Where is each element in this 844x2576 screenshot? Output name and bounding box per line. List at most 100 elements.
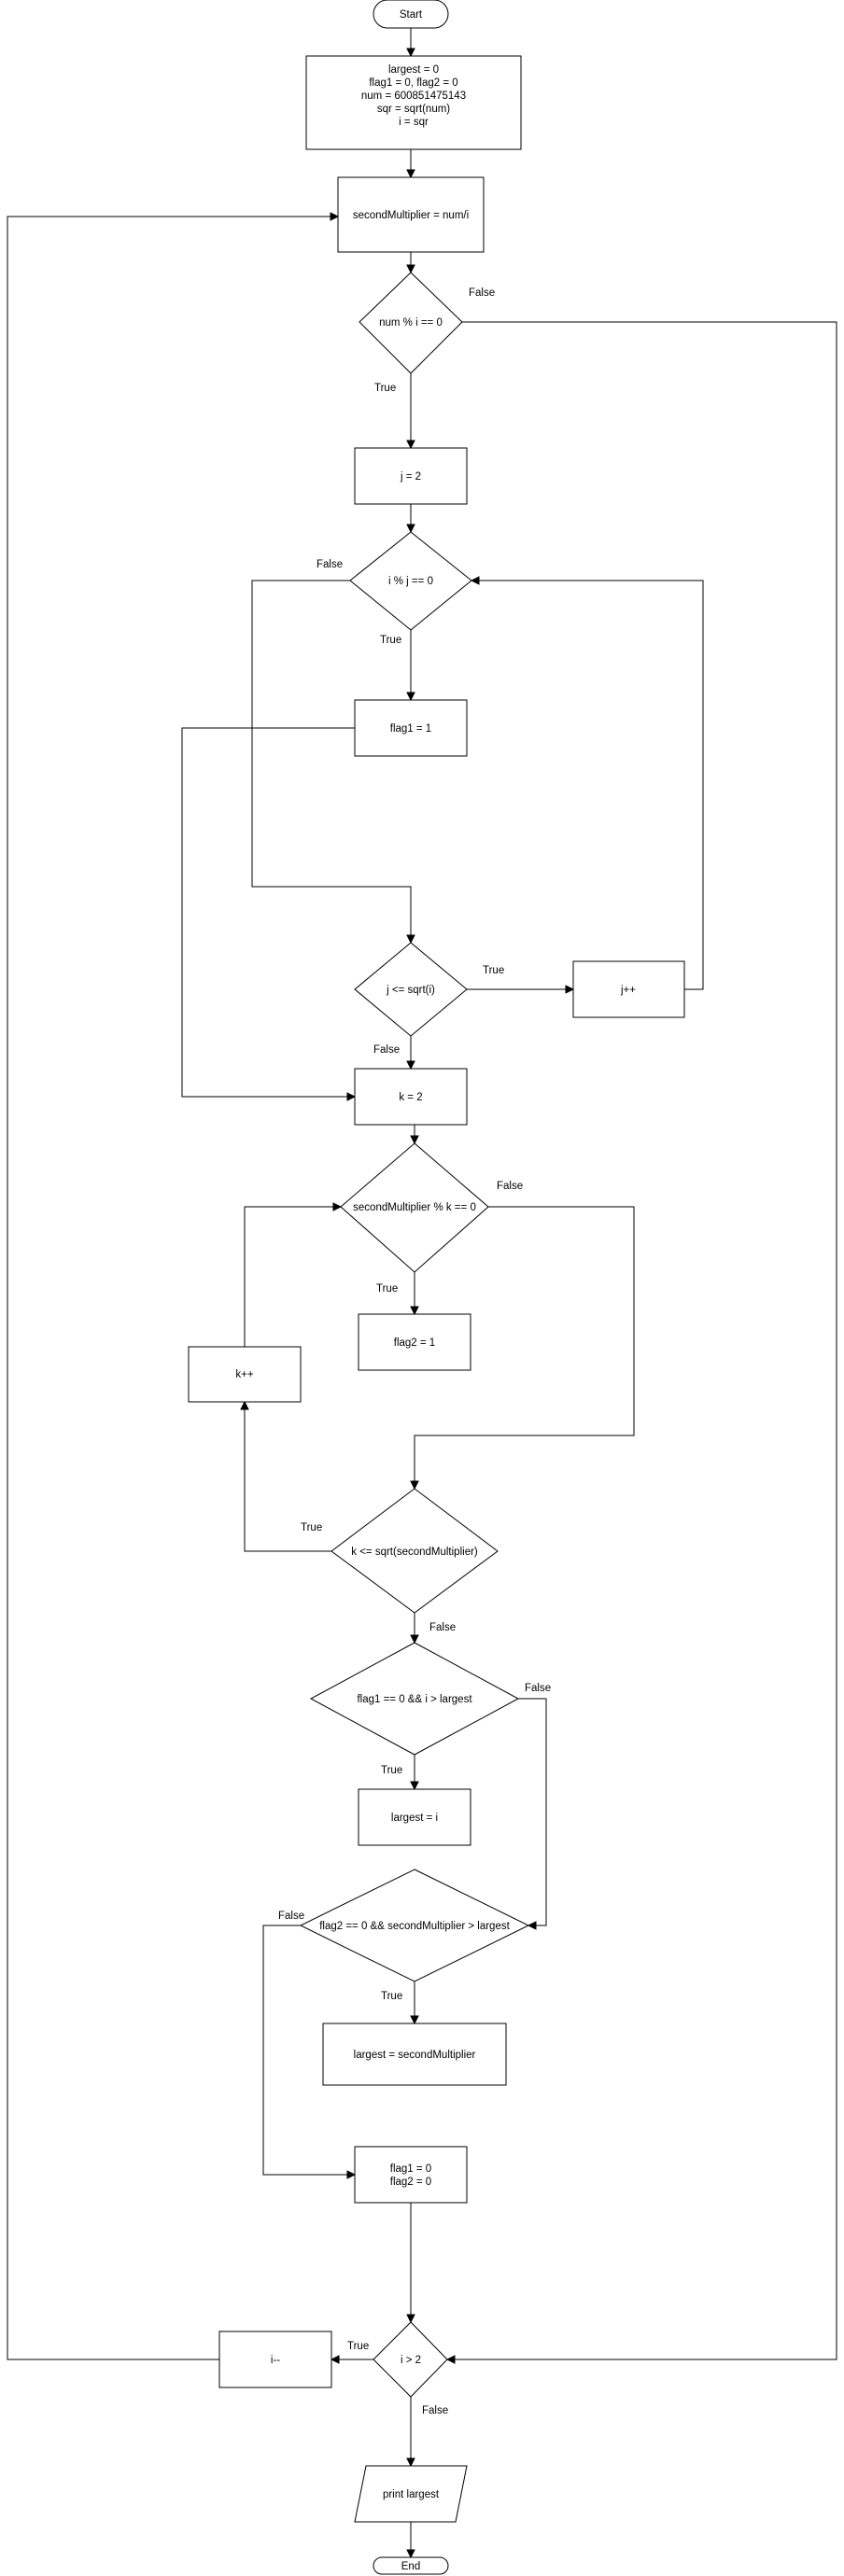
- edge-flag1chk-false: [518, 1698, 547, 1926]
- num-mod-i-diamond: [359, 272, 463, 374]
- edge-arrow: [406, 264, 415, 274]
- edge-label-nummodi-false: False: [469, 287, 495, 299]
- end-terminator: [373, 2556, 449, 2575]
- init-node: largest = 0 flag1 = 0, flag2 = 0 num = 6…: [305, 55, 522, 150]
- edge-arrow: [406, 1060, 415, 1071]
- reset-flags-line: flag1 = 0: [390, 2163, 431, 2175]
- num-mod-i-label: num % i == 0: [379, 317, 443, 329]
- edge-label-kle-false: False: [429, 1622, 456, 1633]
- k-init-box: [354, 1068, 468, 1126]
- edge-arrow: [410, 2015, 419, 2025]
- i-dec-node: i--: [218, 2331, 332, 2388]
- edge-label-smmodk-true: True: [376, 1283, 398, 1295]
- end-label: End: [401, 2561, 420, 2572]
- k-inc-label: k++: [235, 1369, 253, 1380]
- edge-arrow: [240, 1400, 249, 1410]
- k-le-sqrt-label: k <= sqrt(secondMultiplier): [351, 1547, 478, 1558]
- edge-arrow: [470, 576, 480, 585]
- k-init-label: k = 2: [399, 1092, 422, 1103]
- j-inc-box: [572, 960, 685, 1018]
- i-dec-label: i--: [271, 2355, 280, 2366]
- i-mod-j-diamond: [349, 531, 472, 631]
- flag1-set-box: [354, 699, 468, 757]
- flag2-check-decision: flag2 == 0 && secondMultiplier > largest: [299, 1869, 530, 1982]
- second-multiplier-node: secondMultiplier = num/i: [337, 176, 485, 253]
- reset-flags-box: [354, 2146, 468, 2204]
- j-inc-node: j++: [572, 960, 685, 1018]
- largest-i-node: largest = i: [358, 1788, 471, 1846]
- flag1-set-label: flag1 = 1: [390, 723, 431, 735]
- edge-kinc-smmodk: [244, 1206, 333, 1347]
- edge-label-flag2chk-false: False: [278, 1911, 304, 1922]
- largest-sm-label: largest = secondMultiplier: [354, 2050, 476, 2061]
- flag2-set-label: flag2 = 1: [394, 1337, 435, 1349]
- edge-arrow: [406, 934, 415, 945]
- edge-nummodi-false: [455, 321, 837, 2360]
- edge-label-imodj-true: True: [380, 635, 401, 646]
- edge-arrow: [410, 1135, 419, 1145]
- init-line: i = sqr: [399, 117, 429, 128]
- edge-label-flag1chk-true: True: [381, 1765, 402, 1776]
- start-terminator: [373, 0, 449, 29]
- init-line: flag1 = 0, flag2 = 0: [369, 77, 457, 89]
- edge-flag2chk-false: [262, 1925, 347, 2176]
- second-multiplier-box: [337, 176, 485, 253]
- nodes: Start largest = 0 flag1 = 0, flag2 = 0 n…: [188, 0, 685, 2575]
- edge-arrow: [406, 692, 415, 702]
- edge-imodj-false: [251, 580, 412, 935]
- flag2-check-label: flag2 == 0 && secondMultiplier > largest: [319, 1921, 510, 1932]
- edge-arrow: [410, 1306, 419, 1316]
- j-init-box: [354, 447, 468, 505]
- i-mod-j-decision: i % j == 0: [349, 531, 472, 631]
- edge-labels: False True False True True False False T…: [278, 287, 551, 2416]
- largest-i-box: [358, 1788, 471, 1846]
- largest-i-label: largest = i: [391, 1813, 438, 1824]
- j-le-sqrt-decision: j <= sqrt(i): [354, 942, 468, 1037]
- edge-arrow: [406, 169, 415, 179]
- edge-arrow: [346, 2170, 357, 2179]
- edge-kle-true: [244, 1409, 331, 1552]
- i-dec-box: [218, 2331, 332, 2388]
- sm-mod-k-label: secondMultiplier % k == 0: [353, 1202, 476, 1213]
- edge-arrow: [330, 212, 340, 221]
- start-label: Start: [400, 9, 423, 21]
- end-node: End: [373, 2556, 449, 2575]
- k-inc-box: [188, 1346, 302, 1403]
- edges: [7, 28, 837, 2559]
- k-le-sqrt-diamond: [331, 1488, 499, 1614]
- edge-arrow: [406, 440, 415, 450]
- edge-label-flag1chk-false: False: [525, 1683, 551, 1694]
- edge-arrow: [346, 1092, 357, 1101]
- flag2-set-node: flag2 = 1: [358, 1313, 471, 1371]
- init-line: num = 600851475143: [361, 91, 466, 102]
- flag1-check-diamond: [309, 1642, 520, 1756]
- edge-arrow: [406, 48, 415, 58]
- edge-arrow: [445, 2355, 456, 2364]
- print-parallelogram: [354, 2465, 468, 2523]
- init-line: largest = 0: [388, 64, 439, 76]
- num-mod-i-decision: num % i == 0: [359, 272, 463, 374]
- j-init-node: j = 2: [354, 447, 468, 505]
- j-le-sqrt-label: j <= sqrt(i): [386, 985, 435, 996]
- edge-label-igt2-false: False: [422, 2405, 448, 2416]
- edge-arrow: [330, 2355, 340, 2364]
- print-node: print largest: [354, 2465, 468, 2523]
- i-gt-2-decision: i > 2: [373, 2321, 448, 2398]
- k-inc-node: k++: [188, 1346, 302, 1403]
- edge-arrow: [527, 1921, 537, 1930]
- edge-idec-secondmult: [7, 216, 331, 2360]
- reset-flags-line: flag2 = 0: [390, 2177, 431, 2188]
- edge-label-kle-true: True: [301, 1522, 322, 1533]
- edge-label-smmodk-false: False: [497, 1181, 523, 1192]
- init-process-box: [305, 55, 522, 150]
- i-gt-2-label: i > 2: [401, 2355, 421, 2366]
- j-le-sqrt-diamond: [354, 942, 468, 1037]
- edge-label-igt2-true: True: [347, 2341, 369, 2352]
- flag1-set-node: flag1 = 1: [354, 699, 468, 757]
- edge-arrow: [410, 1634, 419, 1645]
- largest-sm-box: [322, 2023, 507, 2086]
- edge-arrow: [410, 1781, 419, 1791]
- i-gt-2-diamond: [373, 2321, 448, 2398]
- k-init-node: k = 2: [354, 1068, 468, 1126]
